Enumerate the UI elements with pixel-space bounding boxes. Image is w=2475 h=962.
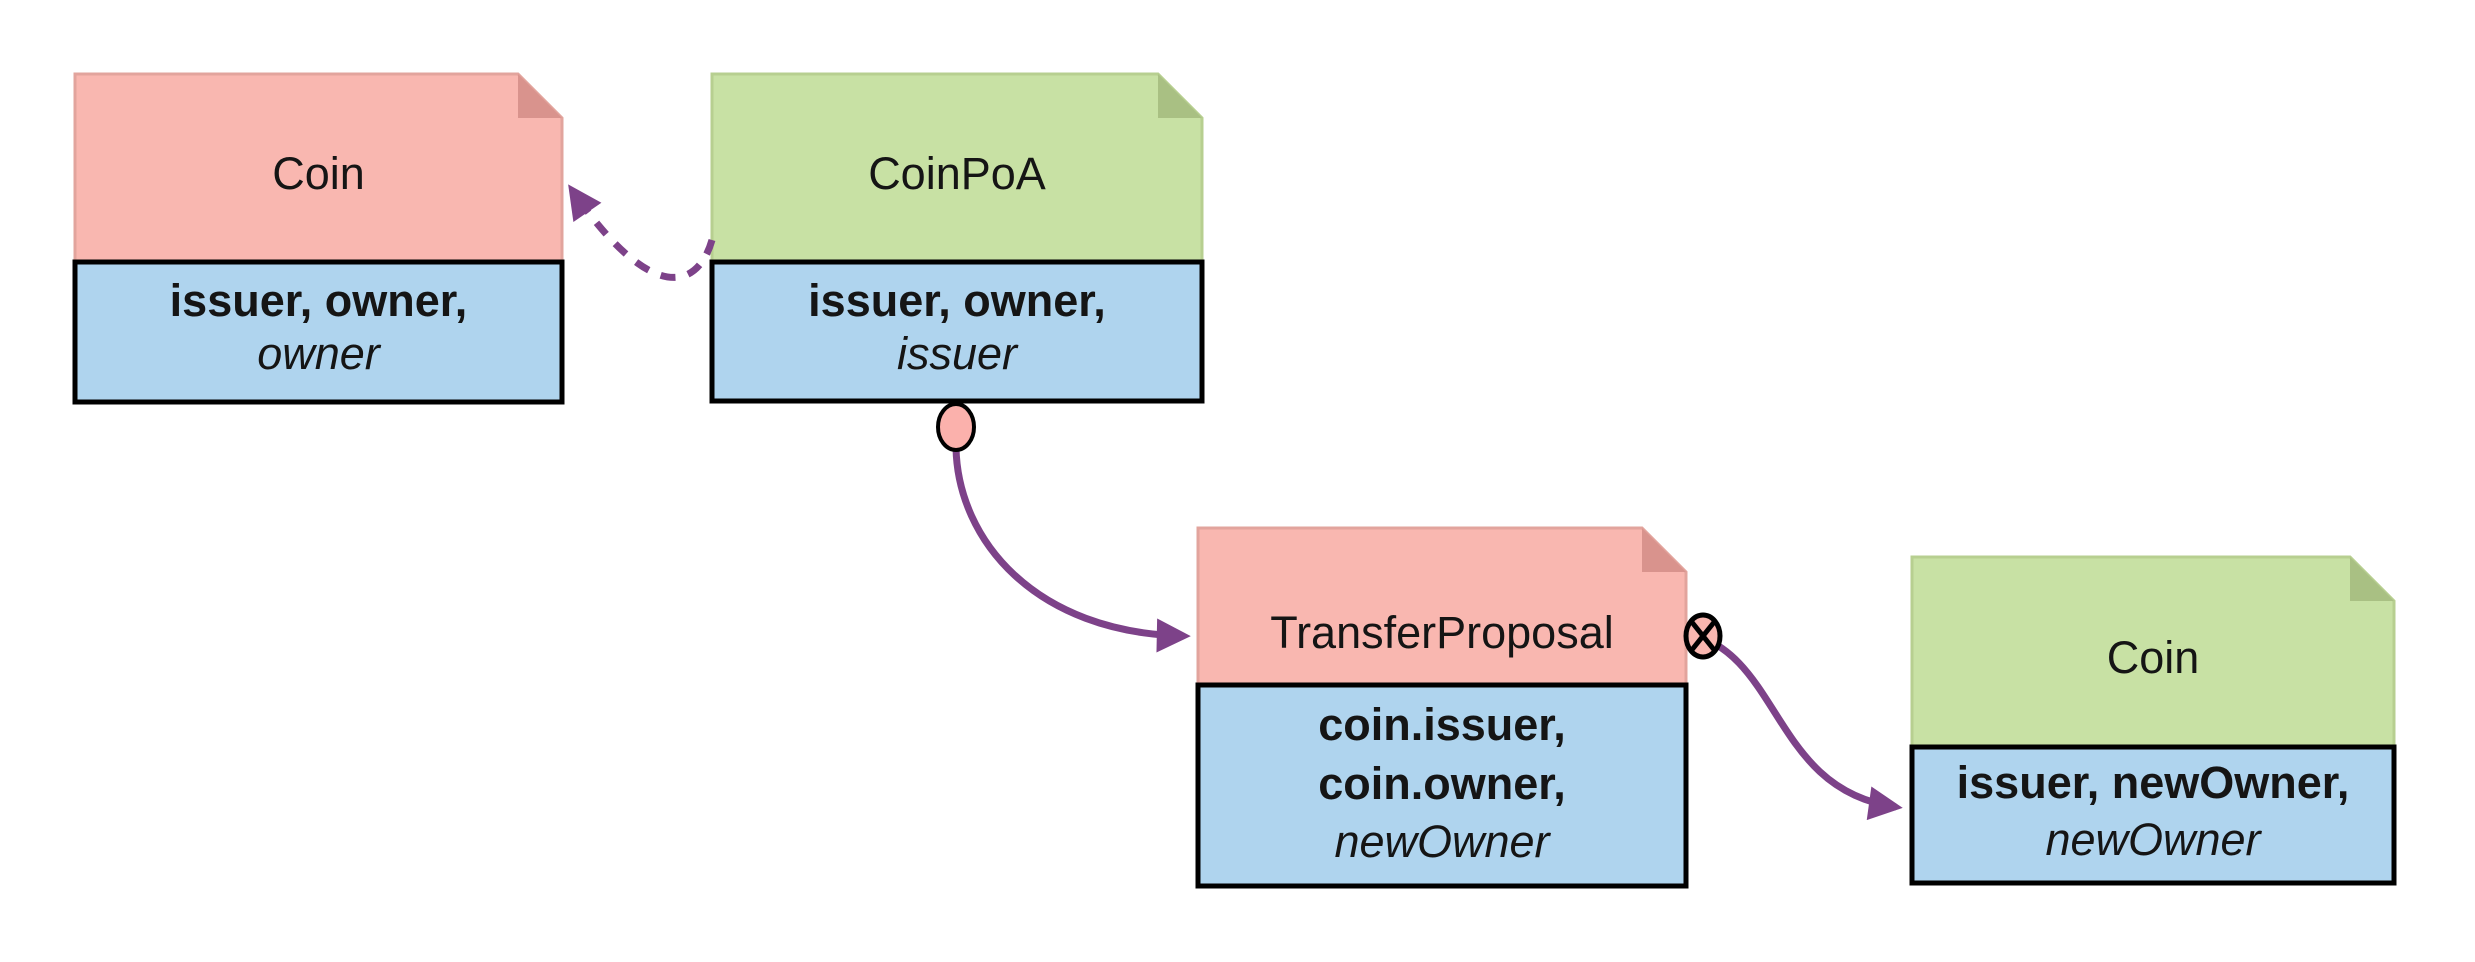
edge-reference-dashed-arrow xyxy=(568,184,716,281)
node-coin-old xyxy=(72,72,565,405)
node-coin-new xyxy=(1909,555,2397,886)
coin-old-fields xyxy=(72,259,565,405)
archive-x-icon xyxy=(1683,612,1723,660)
transfer-proposal-header xyxy=(1196,526,1688,687)
coin-poa-fields xyxy=(709,259,1205,404)
coin-poa-header xyxy=(710,72,1204,264)
transfer-proposal-fold-icon xyxy=(1642,528,1686,572)
node-coin-poa xyxy=(709,72,1205,404)
node-transfer-proposal xyxy=(1195,526,1689,889)
coin-old-fold-icon xyxy=(518,74,562,118)
edge-create-transfer-proposal-arrow xyxy=(952,447,1191,653)
coin-new-fields xyxy=(1909,744,2397,886)
coin-old-header xyxy=(73,72,564,264)
coin-new-header xyxy=(1910,555,2396,749)
coin-poa-fold-icon xyxy=(1158,74,1202,118)
coin-new-fold-icon xyxy=(2350,557,2394,601)
choice-ellipse-icon xyxy=(936,402,976,452)
edge-create-coin-arrow xyxy=(1687,629,1903,821)
transfer-proposal-fields xyxy=(1195,682,1689,889)
